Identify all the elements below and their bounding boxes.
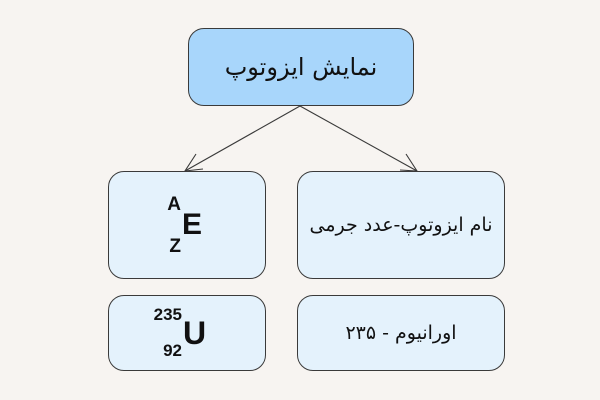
element-symbol: E [182,208,203,241]
example-description-label: اورانیوم - ۲۳۵ [345,322,457,344]
general-description-node: نام ایزوتوپ-عدد جرمی [297,171,505,279]
element-symbol: U [183,315,207,351]
atomic-number: 92 [163,341,182,360]
arrow-to-description [299,105,418,172]
arrow-to-notation [184,105,301,172]
atomic-number: Z [169,236,181,257]
nuclide-notation-general: A Z E [157,190,217,260]
root-node: نمایش ایزوتوپ [188,28,414,106]
mass-number: A [167,194,181,215]
root-label: نمایش ایزوتوپ [224,53,378,81]
general-description-label: نام ایزوتوپ-عدد جرمی [309,214,493,236]
nuclide-notation-uranium: 235 92 U [152,303,222,363]
mass-number: 235 [153,305,182,324]
example-notation-node: 235 92 U [108,295,266,371]
general-notation-node: A Z E [108,171,266,279]
example-description-node: اورانیوم - ۲۳۵ [297,295,505,371]
